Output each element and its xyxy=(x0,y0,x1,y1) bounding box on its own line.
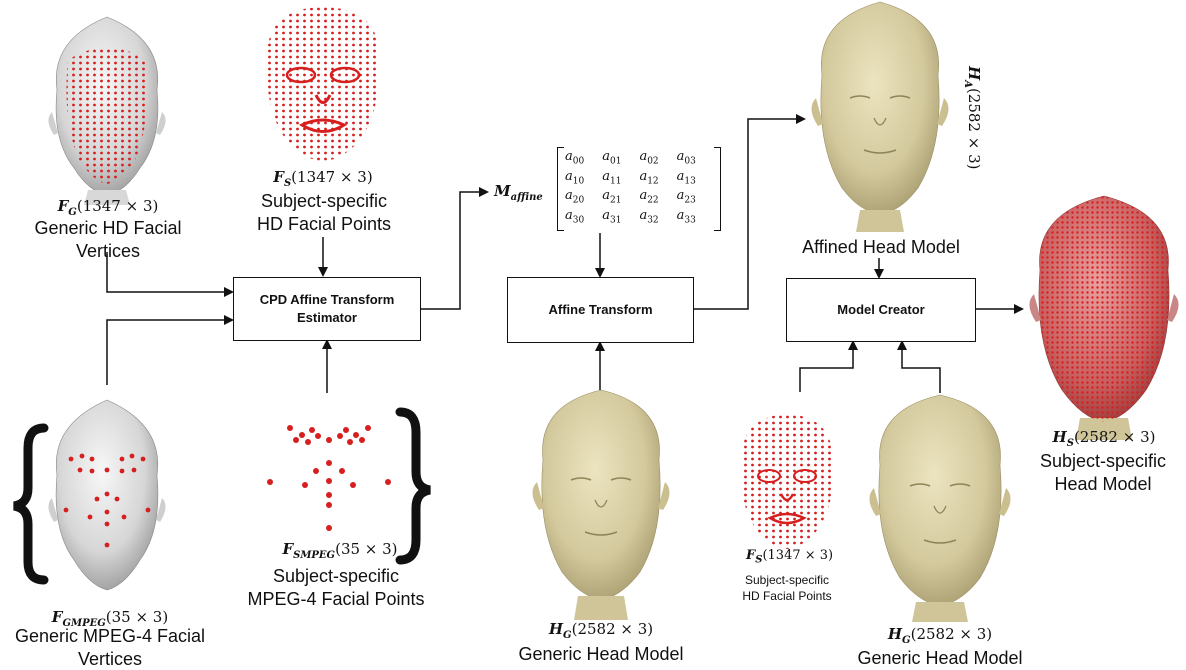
subject-head-model-image xyxy=(1029,195,1179,440)
matrix-cell: a01 xyxy=(602,149,622,167)
matrix-row: a30 a31 a32 a33 xyxy=(556,207,705,227)
arrow-fgmpeg-to-cpd xyxy=(106,315,234,385)
matrix-cell: a02 xyxy=(639,149,659,167)
right-brace-subject xyxy=(395,407,431,565)
generic-hd-head-image xyxy=(48,16,166,205)
fsmpeg-symbol-label: FSMPEG(35 × 3) xyxy=(282,540,398,561)
cpd-block-line2: Estimator xyxy=(297,310,357,325)
creator-block-label: Model Creator xyxy=(837,302,925,318)
hg-center-symbol-label: HG(2582 × 3) xyxy=(548,620,654,641)
fg-symbol-label: FG(1347 × 3) xyxy=(57,197,159,218)
model-creator-block: Model Creator xyxy=(786,278,976,342)
matrix-cell: a13 xyxy=(676,168,696,187)
matrix-cell: a03 xyxy=(676,149,696,167)
affine-transform-block: Affine Transform xyxy=(507,277,694,343)
affine-matrix: a00 a01 a02 a03 a10 a11 a12 a13 a20 a21 … xyxy=(556,148,705,226)
arrow-fg-to-cpd xyxy=(106,252,234,297)
arrow-fs2-to-creator xyxy=(799,340,858,392)
affine-block-label: Affine Transform xyxy=(548,302,653,318)
fs-symbol-label: FS(1347 × 3) xyxy=(273,168,373,189)
matrix-row: a10 a11 a12 a13 xyxy=(556,168,705,188)
hg-center-caption: Generic Head Model xyxy=(518,644,684,664)
left-brace-generic xyxy=(13,423,49,585)
subject-hd-points-image-small xyxy=(740,414,834,549)
matrix-cell: a23 xyxy=(676,188,696,206)
maffine-label: Maffine xyxy=(494,182,543,203)
matrix-cell: a21 xyxy=(602,188,622,206)
matrix-left-bracket xyxy=(557,147,564,231)
connectors xyxy=(106,114,1024,393)
subject-hd-points-image xyxy=(266,7,380,161)
affined-caption: Affined Head Model xyxy=(802,237,960,257)
subject-mpeg4-points-image xyxy=(267,425,391,531)
matrix-cell: a30 xyxy=(565,207,585,226)
generic-head-image-center xyxy=(532,389,670,620)
matrix-cell: a11 xyxy=(602,168,622,187)
affined-head-image xyxy=(811,1,949,232)
matrix-cell: a33 xyxy=(676,207,696,226)
matrix-cell: a22 xyxy=(639,188,659,206)
hs-symbol-label: HS(2582 × 3) xyxy=(1052,428,1156,449)
matrix-row: a00 a01 a02 a03 xyxy=(556,148,705,168)
matrix-cell: a10 xyxy=(565,168,585,187)
arrow-cpd-to-maffine xyxy=(421,187,489,310)
arrow-affine-to-affined xyxy=(694,114,806,310)
fgmpeg-symbol-label: FGMPEG(35 × 3) xyxy=(51,608,169,629)
generic-head-image-right xyxy=(869,394,1011,622)
matrix-cell: a31 xyxy=(602,207,622,226)
matrix-cell: a00 xyxy=(565,149,585,167)
matrix-row: a20 a21 a22 a23 xyxy=(556,187,705,207)
cpd-block-line1: CPD Affine Transform xyxy=(259,292,395,308)
generic-mpeg4-head-image xyxy=(48,399,166,591)
matrix-right-bracket xyxy=(714,147,721,231)
ha-symbol-label: HA(2582 × 3) xyxy=(962,66,983,170)
arrow-hg2-to-creator xyxy=(897,340,941,393)
hg-right-symbol-label: HG(2582 × 3) xyxy=(887,625,993,646)
fs-small-symbol-label: FS(1347 × 3) xyxy=(746,548,834,566)
matrix-cell: a20 xyxy=(565,188,585,206)
matrix-cell: a32 xyxy=(639,207,659,226)
hg-right-caption: Generic Head Model xyxy=(857,648,1023,668)
matrix-cell: a12 xyxy=(639,168,659,187)
